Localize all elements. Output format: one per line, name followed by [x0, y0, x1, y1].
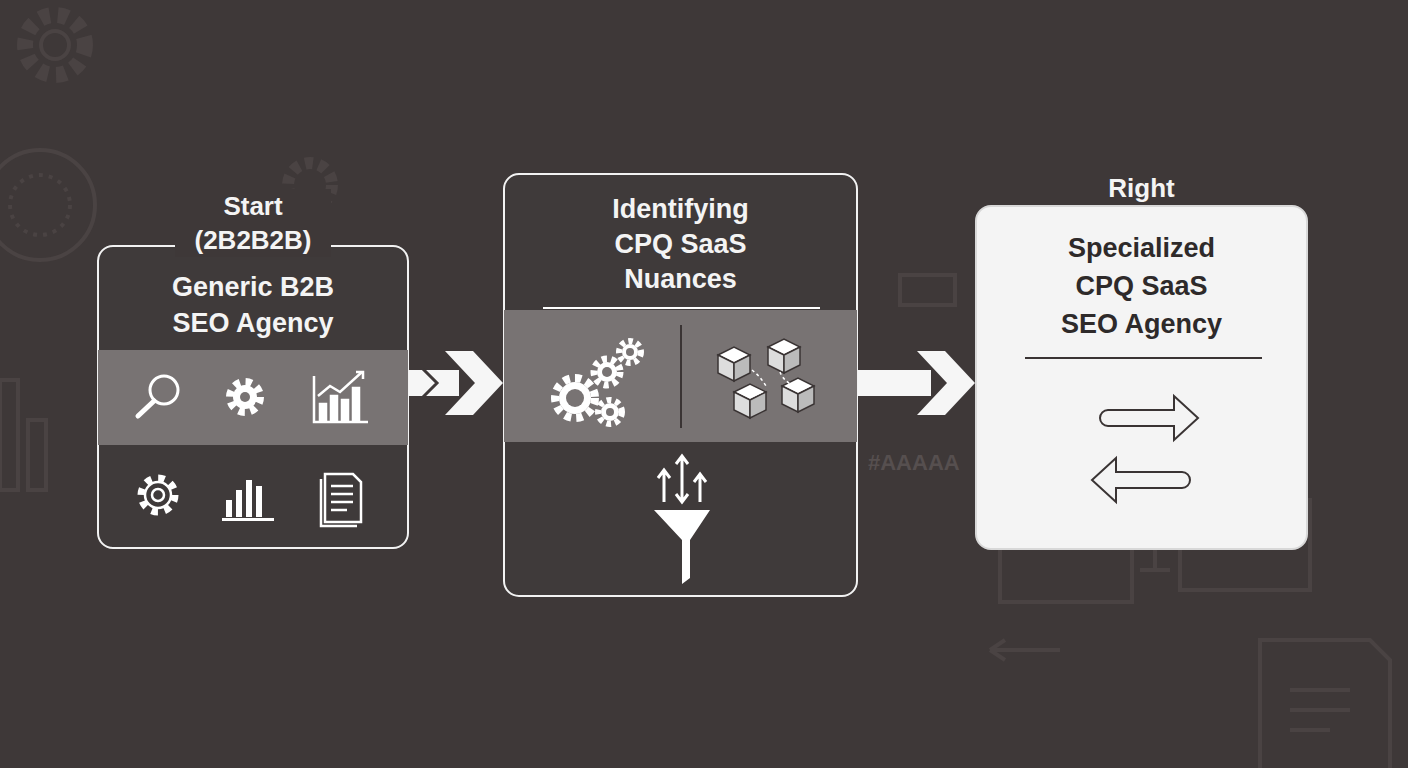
flow-arrow	[409, 351, 503, 415]
gears-icon	[555, 341, 641, 424]
text-line-wrap: Generic B2B SEO Agency	[99, 269, 407, 341]
gray-band	[98, 350, 408, 445]
funnel-icon	[654, 456, 710, 584]
watermark-text: #AAAAA	[868, 450, 960, 476]
cubes-icon	[718, 339, 814, 418]
node-text: Identifying CPQ SaaS Nuances	[596, 192, 766, 297]
node-text: Generic B2B SEO Agency	[153, 269, 353, 341]
gray-band	[504, 310, 857, 442]
node-heading: Right	[1108, 171, 1174, 205]
process-box: Identifying CPQ SaaS Nuances	[503, 173, 858, 597]
exchange-arrows-icon	[1092, 396, 1198, 502]
process-box: RightSpecialized CPQ SaaS SEO Agency	[975, 205, 1308, 550]
divider-line	[543, 307, 820, 309]
bar-chart-icon	[222, 480, 274, 521]
gear-icon	[230, 382, 260, 412]
separator-line	[680, 325, 682, 428]
node-heading: Start (2B2B2B)	[175, 189, 331, 257]
gear-outline-icon	[141, 478, 175, 512]
process-box: Start (2B2B2B)Generic B2B SEO Agency	[97, 245, 409, 549]
divider-line	[1025, 357, 1262, 359]
text-line-wrap: Specialized CPQ SaaS SEO Agency	[977, 229, 1306, 343]
text-line-wrap: Start (2B2B2B)	[99, 189, 407, 257]
magnifier-icon	[138, 376, 178, 416]
flow-arrow	[858, 351, 975, 415]
growth-chart-icon	[314, 372, 368, 422]
document-icon	[321, 474, 361, 526]
node-text: Specialized CPQ SaaS SEO Agency	[1044, 229, 1239, 343]
text-line-wrap: Identifying CPQ SaaS Nuances	[505, 192, 856, 297]
text-line-wrap: Right	[977, 171, 1306, 205]
inner-chevron	[423, 369, 437, 397]
